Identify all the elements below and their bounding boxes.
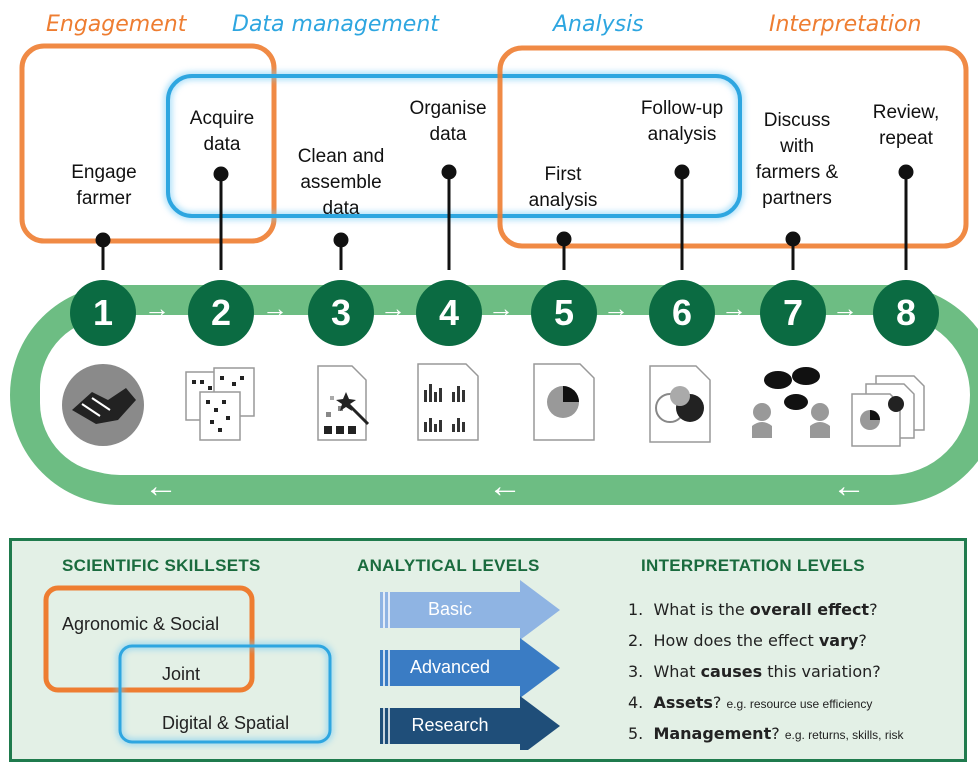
discussion-icon [752, 367, 830, 438]
level-basic-arrow [380, 580, 560, 640]
step-6-number: 6 [649, 280, 715, 346]
interp-item-5: 5. Management? e.g. returns, skills, ris… [628, 724, 904, 743]
step-2-number: 2 [188, 280, 254, 346]
engagement-box [19, 43, 277, 244]
venn-pie-icon [649, 365, 711, 443]
step-4-number: 4 [416, 280, 482, 346]
data-cleaning-icon [317, 365, 370, 441]
step-7-number: 7 [760, 280, 826, 346]
forward-arrow-icon: → [262, 293, 288, 323]
review-documents-icon [851, 375, 925, 447]
step-8-label: Review, repeat [872, 102, 940, 149]
forward-arrow-icon: → [832, 293, 858, 323]
level-research-label: Research [411, 715, 489, 735]
forward-arrow-icon: → [144, 293, 170, 323]
step-6-label: Follow-up analysis [640, 98, 724, 145]
step-5-label: First analysis [528, 164, 598, 211]
data-management-box [166, 74, 742, 218]
phase-analysis: Analysis [553, 12, 644, 37]
interpretation-heading: INTERPRETATION LEVELS [641, 556, 865, 575]
pie-chart-icon [533, 363, 595, 441]
level-research-arrow [380, 696, 560, 750]
phase-data-management: Data management [232, 12, 439, 37]
skillsets-heading: SCIENTIFIC SKILLSETS [62, 556, 261, 575]
forward-arrow-icon: → [380, 293, 406, 323]
interpretation-box [497, 45, 969, 249]
step-1-label: Engage farmer [71, 162, 137, 209]
skill-digital-spatial: Digital & Spatial [162, 713, 290, 733]
workflow-graphic [9, 43, 978, 505]
step-3-label: Clean and assemble data [297, 146, 385, 219]
phase-interpretation: Interpretation [769, 12, 922, 37]
step-3-number: 3 [308, 280, 374, 346]
step-4-label: Organise data [409, 98, 487, 145]
level-basic-label: Basic [427, 599, 472, 619]
step-8-number: 8 [873, 280, 939, 346]
interp-item-4: 4. Assets? e.g. resource use efficiency [628, 693, 873, 712]
analytical-heading: ANALYTICAL LEVELS [357, 556, 540, 575]
level-advanced-arrow [380, 638, 560, 698]
forward-arrow-icon: → [488, 293, 514, 323]
step-2-label: Acquire data [189, 108, 255, 155]
step-1-number: 1 [70, 280, 136, 346]
step-7-label: Discuss with farmers & partners [755, 110, 839, 209]
back-arrow-icon: ← [144, 467, 178, 505]
bar-charts-icon [417, 363, 479, 441]
cycle-track [9, 285, 978, 505]
skill-agronomic-social: Agronomic & Social [62, 614, 220, 634]
leader-lines [95, 164, 914, 270]
level-advanced-label: Advanced [409, 657, 491, 677]
analytical-arrows [380, 580, 560, 750]
handshake-icon [62, 364, 144, 446]
forward-arrow-icon: → [721, 293, 747, 323]
data-sheets-icon [185, 367, 255, 441]
forward-arrow-icon: → [603, 293, 629, 323]
phase-engagement: Engagement [46, 12, 187, 37]
skillset-boxes [43, 585, 334, 746]
back-arrow-icon: ← [832, 467, 866, 505]
skill-joint: Joint [162, 664, 201, 684]
interp-item-1: 1. What is the overall effect? [628, 600, 878, 619]
interp-item-2: 2. How does the effect vary? [628, 631, 867, 650]
interp-item-3: 3. What causes this variation? [628, 662, 881, 681]
back-arrow-icon: ← [488, 467, 522, 505]
step-5-number: 5 [531, 280, 597, 346]
